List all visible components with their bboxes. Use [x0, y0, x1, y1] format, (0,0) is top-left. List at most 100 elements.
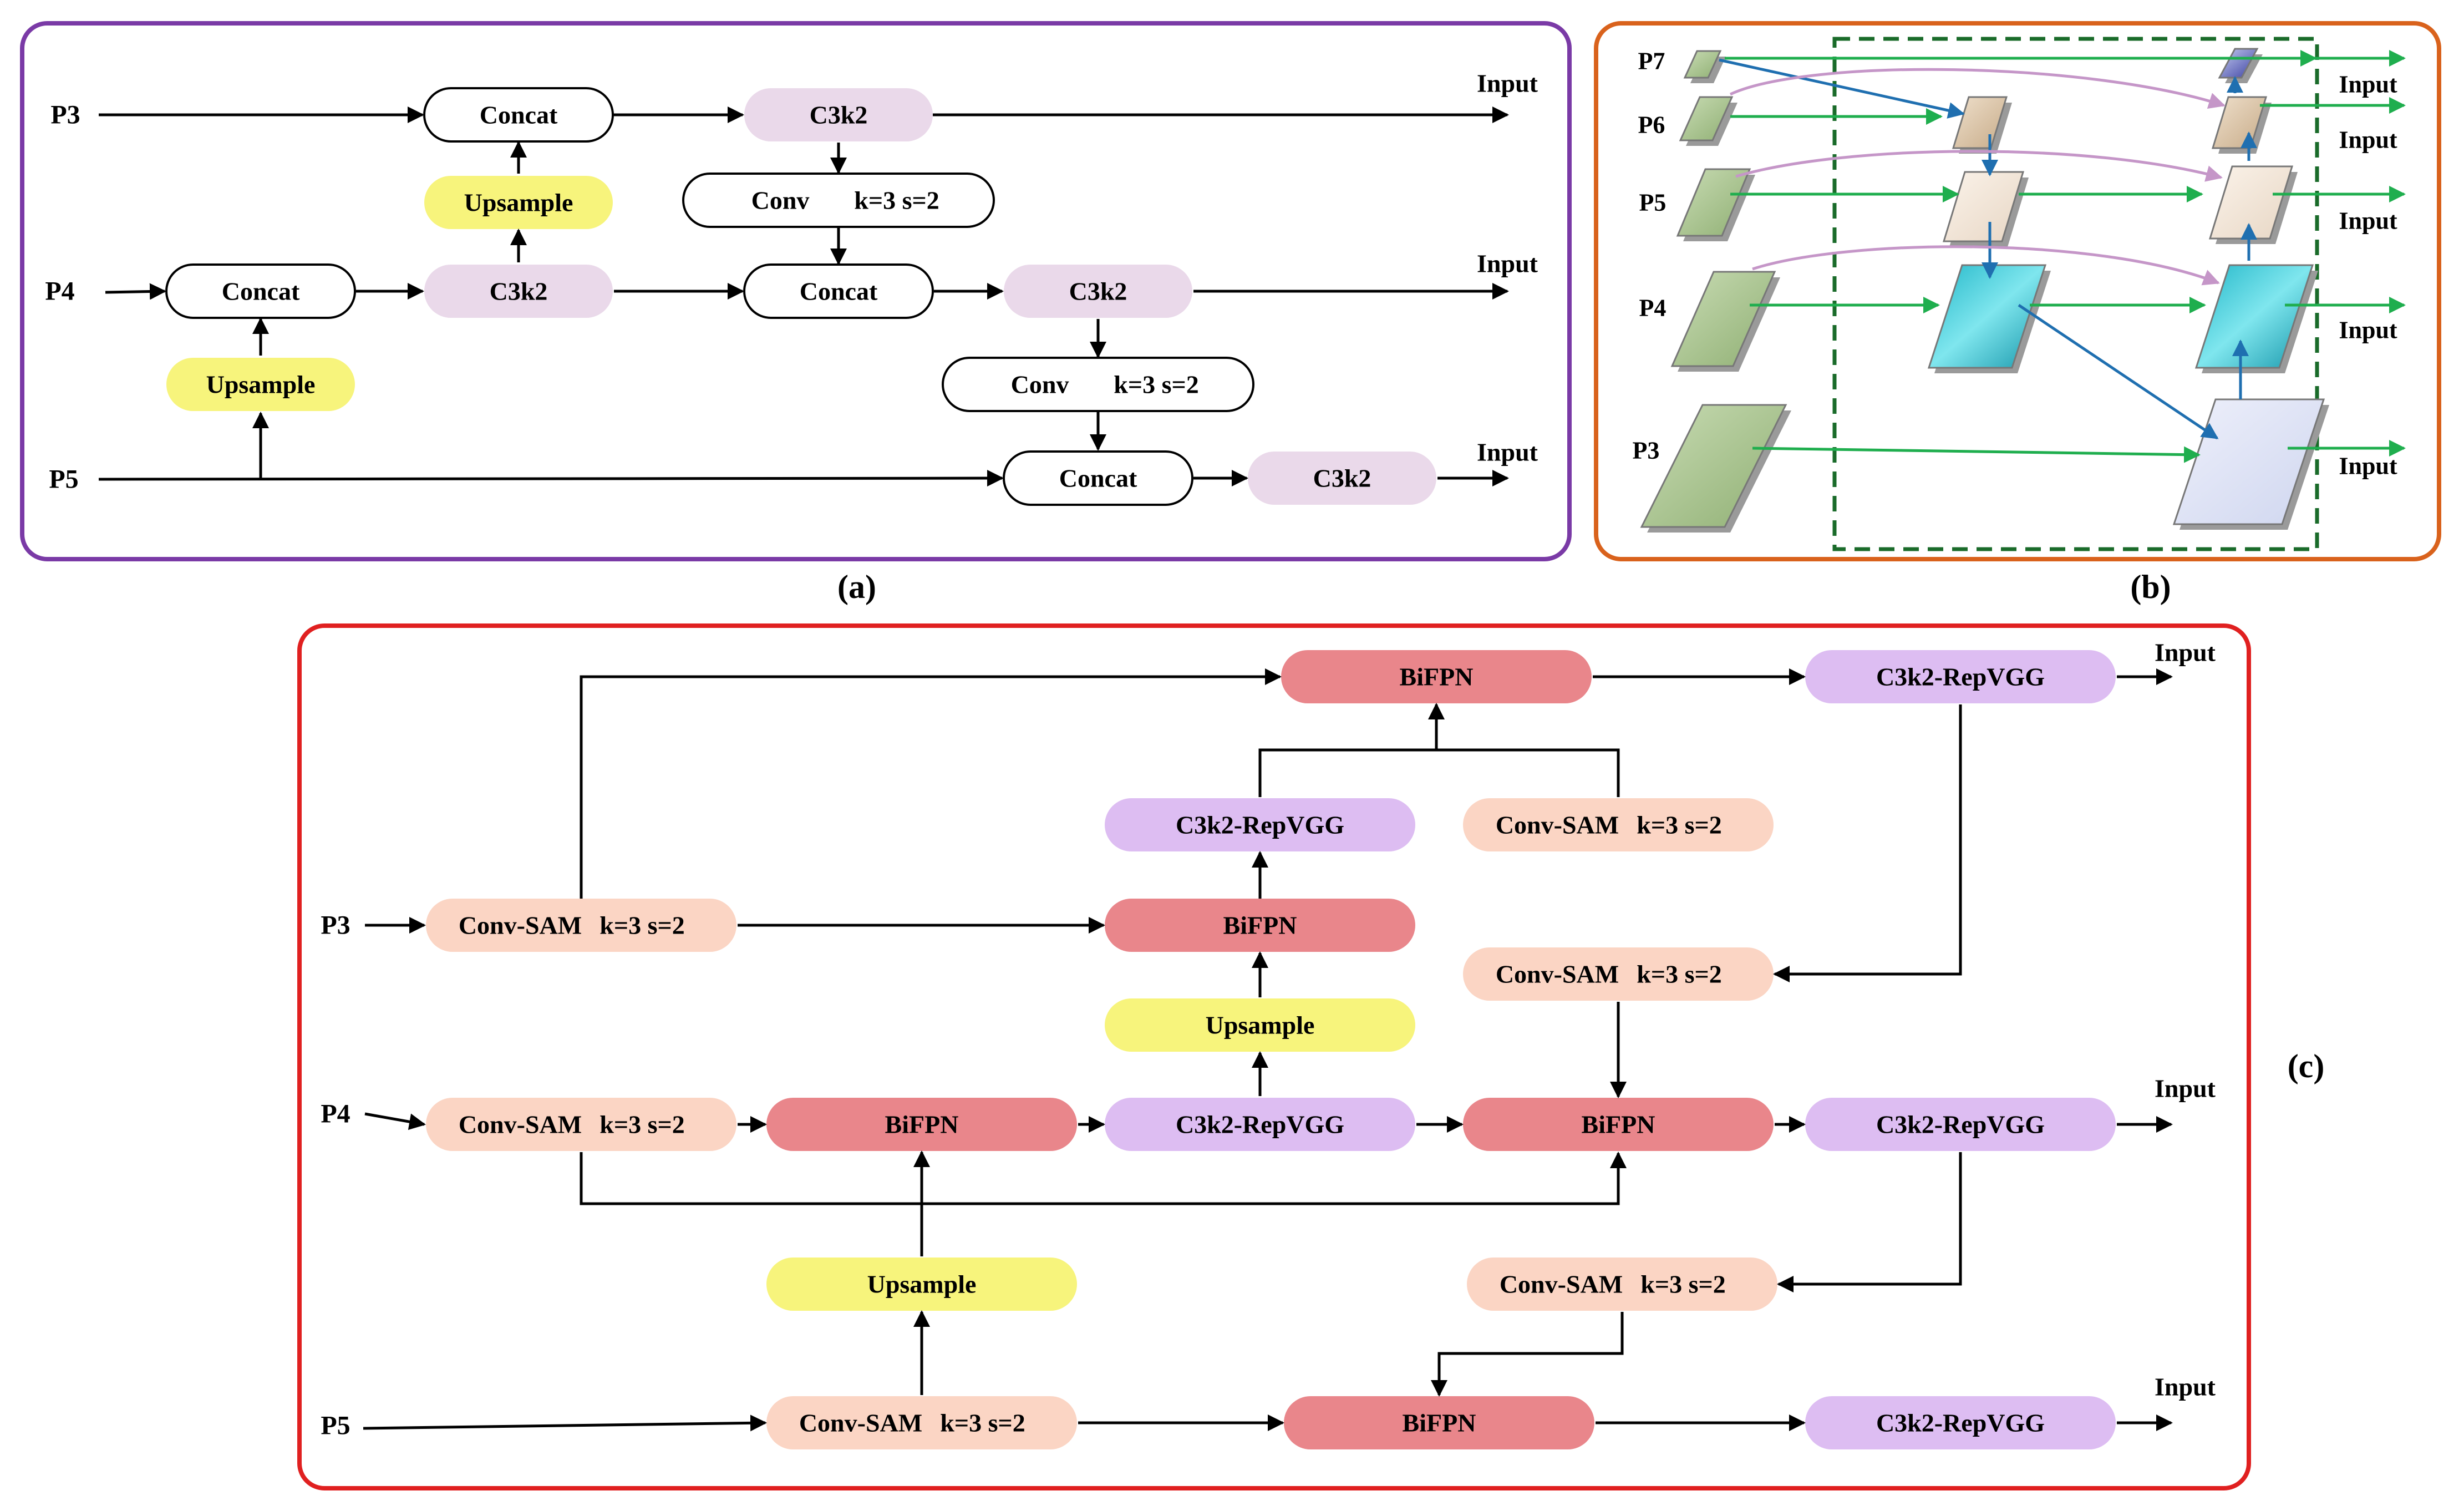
c-input-p4: P4: [321, 1099, 350, 1129]
a-out-label-2: Input: [1477, 250, 1538, 278]
c-convsam-p3-params: k=3 s=2: [600, 911, 684, 940]
b-map-p3-out: [2172, 398, 2325, 525]
c-edge-merge-top: [1258, 748, 1620, 797]
c-convsam-p3: [426, 899, 736, 952]
c-convsam-p3-label: Conv-SAM: [459, 911, 582, 940]
b-map-p4-out: [2194, 264, 2314, 369]
b-out-label-1: Input: [2339, 71, 2397, 98]
panel-c-caption: (c): [2288, 1048, 2325, 1084]
b-out-label-3: Input: [2339, 207, 2397, 235]
c-edge-p5-in: [363, 1414, 767, 1432]
c-convsam-p4: [426, 1098, 736, 1151]
a-upsample-bottom: [166, 358, 355, 411]
panel-b-dashed-region: [1832, 37, 2319, 551]
c-convsam-p5-label: Conv-SAM: [799, 1409, 922, 1437]
a-upsample-bottom-label: Upsample: [206, 371, 316, 399]
b-map-p6-in: [1679, 96, 1734, 141]
c-input-p3: P3: [321, 911, 350, 940]
b-label-p4: P4: [1639, 295, 1667, 322]
a-c3k2-top: [744, 88, 933, 141]
c-upsample-upper-label: Upsample: [1206, 1011, 1315, 1040]
c-convsam-mid-right-label: Conv-SAM: [1496, 960, 1619, 988]
panel-b-frame: [1594, 21, 2441, 561]
panel-c-frame: [297, 623, 2251, 1490]
b-map-p4-in: [1670, 271, 1776, 367]
b-green-p3: [1752, 446, 2201, 463]
c-bifpn-p5: [1284, 1396, 1594, 1449]
a-c3k2-mid-label: C3k2: [490, 277, 548, 306]
a-concat-top-label: Concat: [480, 101, 558, 129]
c-bifpn-p4-left-label: BiFPN: [885, 1111, 959, 1139]
c-bifpn-p3: [1105, 899, 1415, 952]
c-convsam-p4-params: k=3 s=2: [600, 1111, 684, 1139]
c-convsam-lower-right: [1467, 1258, 1777, 1311]
a-conv-bottom-params: k=3 s=2: [1114, 371, 1198, 399]
c-convsam-mid-right-params: k=3 s=2: [1637, 960, 1721, 988]
b-map-p5-mid: [1942, 171, 2025, 242]
c-edge-repvgg-convsam-lower: [1777, 1152, 1962, 1292]
a-upsample-top: [424, 176, 613, 229]
c-repvgg-upper-label: C3k2-RepVGG: [1176, 811, 1344, 839]
c-out-label-3: Input: [2155, 1373, 2216, 1401]
c-bifpn-p4-left: [766, 1098, 1077, 1151]
c-bifpn-p4-right: [1463, 1098, 1774, 1151]
a-conv-top: [682, 173, 995, 228]
c-input-p5: P5: [321, 1411, 350, 1441]
a-concat-mid-label: Concat: [800, 277, 878, 306]
a-edge-p4-concat: [105, 283, 166, 300]
b-purple-p5: [1735, 150, 2223, 182]
a-conv-bottom-label: Conv: [1011, 371, 1069, 399]
a-c3k2-mid-right-label: C3k2: [1069, 277, 1127, 306]
c-convsam-lower-right-label: Conv-SAM: [1500, 1270, 1623, 1299]
c-edge-convsam-bifpn-top: [580, 668, 1282, 899]
c-convsam-p4-label: Conv-SAM: [459, 1111, 582, 1139]
c-repvgg-p5: [1805, 1396, 2116, 1449]
c-repvgg-top: [1805, 650, 2116, 703]
c-bifpn-top: [1281, 650, 1592, 703]
b-map-p3-in: [1640, 404, 1787, 528]
c-bifpn-p3-label: BiFPN: [1223, 911, 1297, 940]
c-convsam-lower-right-params: k=3 s=2: [1640, 1270, 1725, 1299]
b-out-label-2: Input: [2339, 126, 2397, 154]
c-repvgg-p4: [1805, 1098, 2116, 1151]
c-bifpn-top-label: BiFPN: [1400, 663, 1474, 691]
c-repvgg-top-label: C3k2-RepVGG: [1876, 663, 2045, 691]
c-convsam-upper-right-label: Conv-SAM: [1496, 811, 1619, 839]
a-c3k2-bottom-label: C3k2: [1313, 464, 1371, 493]
c-convsam-p5: [766, 1396, 1077, 1449]
panel-a-frame: [20, 21, 1572, 561]
c-convsam-mid-right: [1463, 947, 1774, 1001]
a-c3k2-mid-right: [1004, 265, 1192, 318]
a-conv-bottom: [942, 357, 1254, 412]
c-convsam-upper-right: [1463, 798, 1774, 851]
c-upsample-upper: [1105, 998, 1415, 1052]
c-repvgg-mid: [1105, 1098, 1415, 1151]
b-out-label-5: Input: [2339, 453, 2397, 480]
b-blue-p4-p3: [2018, 303, 2219, 440]
a-c3k2-bottom: [1248, 452, 1436, 505]
c-bifpn-p4-right-label: BiFPN: [1582, 1111, 1655, 1139]
a-out-label-1: Input: [1477, 69, 1538, 98]
c-repvgg-p4-label: C3k2-RepVGG: [1876, 1111, 2045, 1139]
c-convsam-upper-right-params: k=3 s=2: [1637, 811, 1721, 839]
panel-b-caption: (b): [2130, 569, 2171, 605]
b-purple-p4: [1752, 245, 2220, 286]
c-edge-repvgg-convsam: [1773, 704, 1962, 982]
b-map-p4-mid: [1927, 264, 2047, 369]
c-out-label-1: Input: [2155, 638, 2216, 667]
a-concat-mid-left-label: Concat: [222, 277, 300, 306]
panel-a-input-p5: P5: [49, 465, 78, 494]
a-c3k2-top-label: C3k2: [810, 101, 868, 129]
c-repvgg-p5-label: C3k2-RepVGG: [1876, 1409, 2045, 1437]
panel-a-input-p3: P3: [50, 100, 80, 130]
a-out-label-3: Input: [1477, 438, 1538, 467]
b-map-p5-out: [2208, 165, 2294, 240]
c-edge-convsam-bifpn-p5: [1431, 1312, 1624, 1397]
c-repvgg-upper: [1105, 798, 1415, 851]
b-blue-p7-p6: [1719, 58, 1965, 119]
c-convsam-p5-params: k=3 s=2: [940, 1409, 1025, 1437]
a-edge-p5-concat: [98, 470, 1004, 487]
b-label-p3: P3: [1633, 437, 1660, 464]
